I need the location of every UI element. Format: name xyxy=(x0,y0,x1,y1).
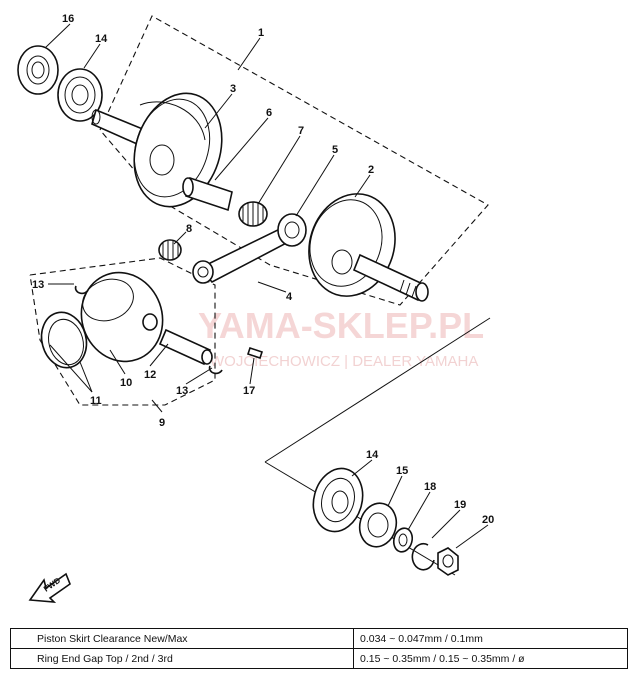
callout-20: 20 xyxy=(482,514,494,526)
callout-18: 18 xyxy=(424,481,436,493)
left-crank-wheel xyxy=(133,92,223,208)
callout-12: 12 xyxy=(144,369,156,381)
callout-4: 4 xyxy=(286,291,293,303)
bearing-guide-line-2 xyxy=(264,461,456,576)
callout-10: 10 xyxy=(120,377,132,389)
callout-1: 1 xyxy=(258,27,264,39)
spec-label: Ring End Gap Top / 2nd / 3rd xyxy=(10,648,354,669)
spec-row: Ring End Gap Top / 2nd / 3rd 0.15 ~ 0.35… xyxy=(10,648,628,669)
callout-19: 19 xyxy=(454,499,466,511)
callout-2: 2 xyxy=(368,164,374,176)
circlip-right xyxy=(208,365,223,375)
needle-bearing-small-end xyxy=(158,239,182,261)
needle-bearing-big-end xyxy=(238,201,268,227)
callout-17: 17 xyxy=(243,385,255,397)
callout-14-right: 14 xyxy=(366,449,379,461)
oil-seal-right xyxy=(358,502,398,548)
callout-13-left: 13 xyxy=(32,279,44,291)
nut xyxy=(437,547,459,576)
spec-value: 0.034 ~ 0.047mm / 0.1mm xyxy=(353,628,628,649)
callout-6: 6 xyxy=(266,107,272,119)
exploded-parts-diagram: YAMA-SKLEP.PL WOJCIECHOWICZ | DEALER YAM… xyxy=(17,13,494,603)
woodruff-key xyxy=(246,346,264,360)
callout-5: 5 xyxy=(332,144,338,156)
spacer-washer xyxy=(392,527,414,553)
lock-washer xyxy=(411,542,435,571)
leader-lines xyxy=(44,23,489,549)
crank-assembly-outline xyxy=(99,15,489,306)
right-crank-shaft xyxy=(352,253,429,302)
spec-row: Piston Skirt Clearance New/Max 0.034 ~ 0… xyxy=(10,628,628,649)
oil-seal-left xyxy=(17,45,59,95)
right-crank-wheel xyxy=(308,193,396,297)
spec-value: 0.15 ~ 0.35mm / 0.15 ~ 0.35mm / ø xyxy=(353,648,628,669)
fwd-arrow-icon: FWD xyxy=(28,572,71,603)
spec-table: Piston Skirt Clearance New/Max 0.034 ~ 0… xyxy=(10,628,628,669)
watermark-tagline: WOJCIECHOWICZ | DEALER YAMAHA xyxy=(210,353,478,370)
watermark-brand: YAMA-SKLEP.PL xyxy=(198,305,484,346)
callout-16: 16 xyxy=(62,13,74,25)
connecting-rod xyxy=(192,213,307,284)
callout-8: 8 xyxy=(186,223,192,235)
piston xyxy=(80,271,164,363)
piston-rings xyxy=(40,311,88,369)
callout-15: 15 xyxy=(396,465,408,477)
callout-3: 3 xyxy=(230,83,236,95)
callout-13-right: 13 xyxy=(176,385,188,397)
callout-11: 11 xyxy=(90,395,102,407)
bearing-left xyxy=(57,68,103,122)
spec-label: Piston Skirt Clearance New/Max xyxy=(10,628,354,649)
crank-pin xyxy=(182,176,233,212)
callout-7: 7 xyxy=(298,125,304,137)
piston-pin xyxy=(158,328,213,366)
bearing-guide-line-1 xyxy=(264,317,491,463)
callout-9: 9 xyxy=(159,417,165,429)
bearing-right xyxy=(312,467,364,533)
circlip-left xyxy=(74,285,89,295)
callout-14-left: 14 xyxy=(95,33,108,45)
